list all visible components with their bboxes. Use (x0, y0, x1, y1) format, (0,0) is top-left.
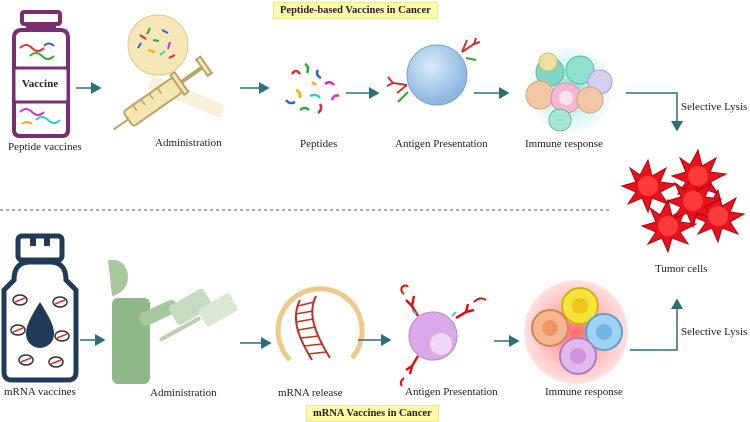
peptides-icon (285, 62, 340, 114)
antigen-presenting-cell-icon (386, 37, 481, 106)
label-peptides: Peptides (300, 138, 338, 150)
label-selective-lysis-bottom: Selective Lysis (681, 326, 748, 338)
label-antigen-presentation-top: Antigen Presentation (395, 138, 488, 150)
label-immune-response-bottom: Immune response (545, 386, 623, 398)
administration-icon (108, 259, 238, 384)
arrow-lysis-top (626, 92, 683, 132)
arrow-lysis-bottom (630, 298, 683, 351)
label-administration-top: Administration (155, 137, 222, 149)
immune-response-cluster-icon (525, 48, 613, 132)
peptide-section-title: Peptide-based Vaccines in Cancer (273, 2, 438, 19)
syringe-icon (112, 14, 225, 131)
immune-response-mrna-icon (524, 280, 628, 384)
label-antigen-presentation-bottom: Antigen Presentation (405, 386, 498, 398)
antigen-presenting-cell-mrna-icon (399, 284, 487, 387)
label-peptide-vaccines: Peptide vaccines (8, 141, 82, 153)
label-selective-lysis-top: Selective Lysis (681, 101, 748, 113)
label-immune-response-top: Immune response (525, 138, 603, 150)
label-tumor-cells: Tumor cells (655, 263, 708, 275)
mrna-section-title: mRNA Vaccines in Cancer (306, 405, 439, 422)
vaccine-vial-icon (12, 10, 70, 138)
label-mrna-vaccines: mRNA vaccines (4, 386, 76, 398)
mrna-bottle-icon (1, 233, 79, 383)
mrna-release-icon (275, 286, 365, 362)
vial-label: Vaccine (21, 78, 59, 90)
label-mrna-release: mRNA release (278, 387, 343, 399)
tumor-cells-icon (620, 148, 746, 254)
label-administration-bottom: Administration (150, 387, 217, 399)
